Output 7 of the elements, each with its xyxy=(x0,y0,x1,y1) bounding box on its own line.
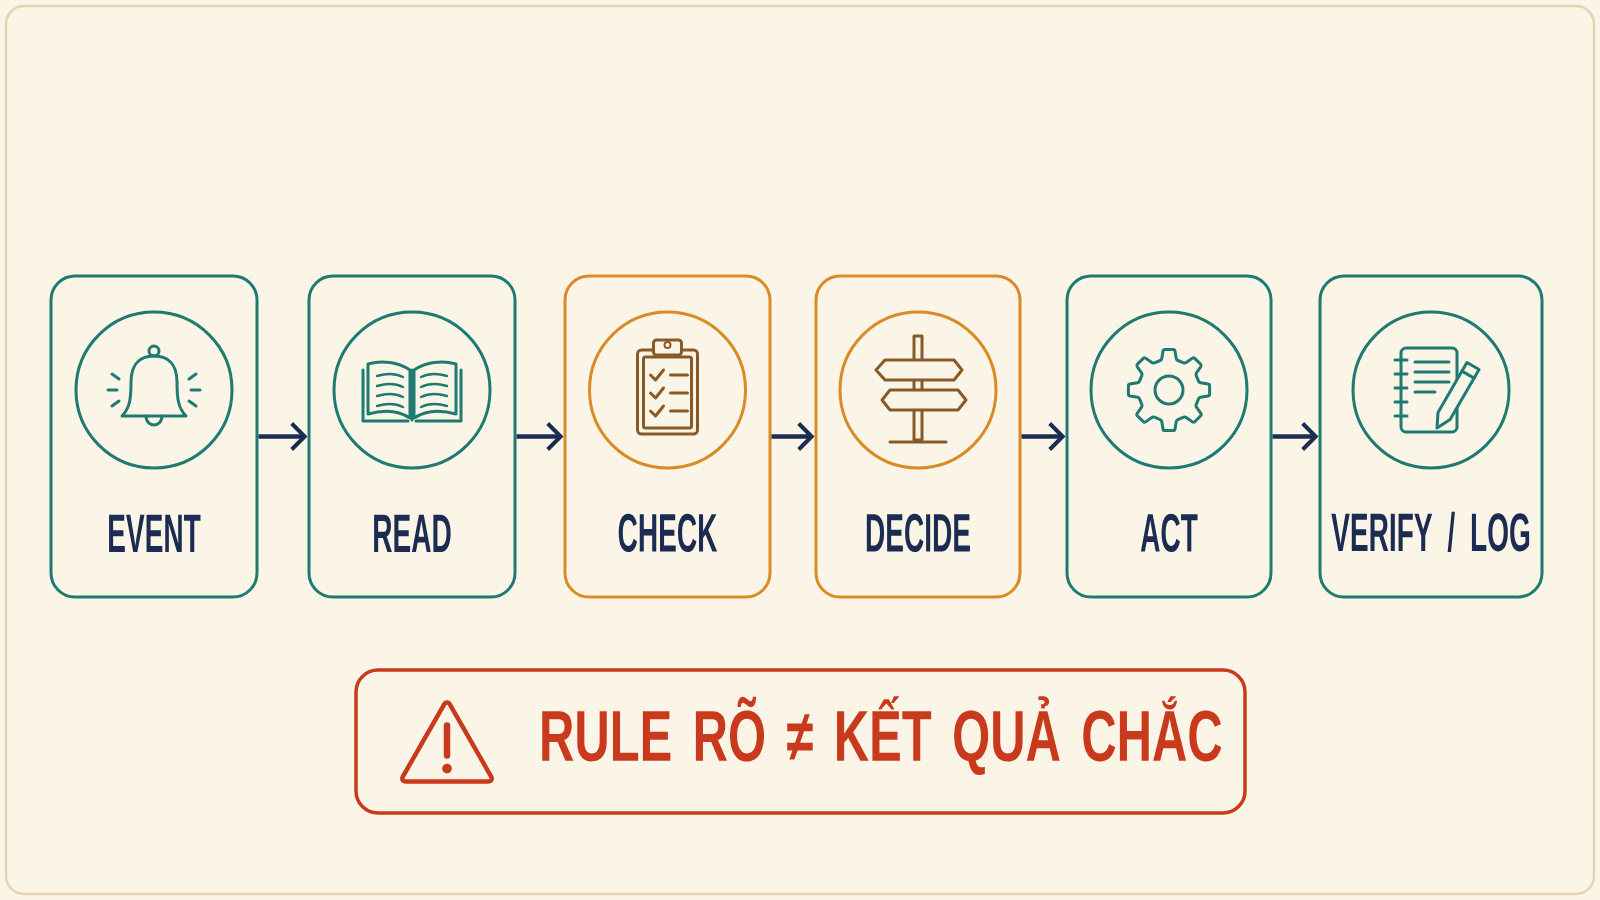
warning-box: RULE RÕ ≠ KẾT QUẢ CHẮC xyxy=(354,668,1247,815)
step-box: ACT xyxy=(1065,274,1273,599)
step-box: DECIDE xyxy=(814,274,1022,599)
step-box: VERIFY / LOG xyxy=(1318,274,1544,599)
step-box: EVENT xyxy=(49,274,259,599)
step-box: CHECK xyxy=(563,274,772,599)
step-box: READ xyxy=(307,274,517,599)
